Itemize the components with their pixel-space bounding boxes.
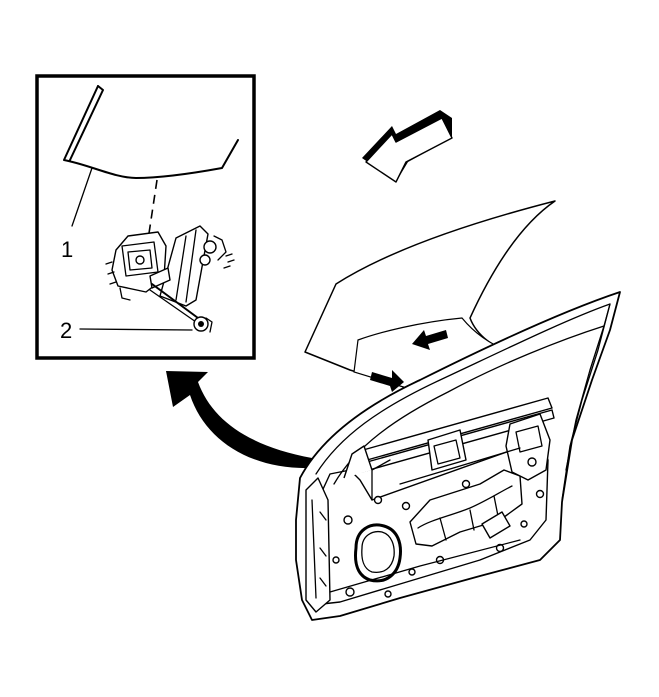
inset-window-glass	[63, 85, 239, 179]
fastener-bolt	[193, 316, 213, 333]
callout-2-leader	[79, 328, 193, 331]
door-mounting-holes	[332, 479, 545, 598]
detail-inset: 1 2	[35, 74, 256, 360]
door-latch	[505, 413, 551, 481]
regulator-rail	[159, 225, 209, 307]
inset-frame	[35, 74, 256, 360]
door-assembly	[295, 291, 621, 621]
callout-1-leader	[71, 167, 93, 227]
direction-arrow-icon	[362, 110, 453, 183]
callout-2-label: 2	[60, 318, 72, 343]
door-regulator-module	[409, 469, 523, 547]
alignment-dash-line	[147, 179, 158, 241]
glass-arrow-right-icon	[370, 370, 404, 392]
curved-pointer-arrow-icon	[166, 371, 312, 469]
fastener-shaft	[151, 283, 199, 319]
glass-arrow-left-icon	[412, 330, 448, 350]
callout-1-label: 1	[61, 237, 73, 262]
